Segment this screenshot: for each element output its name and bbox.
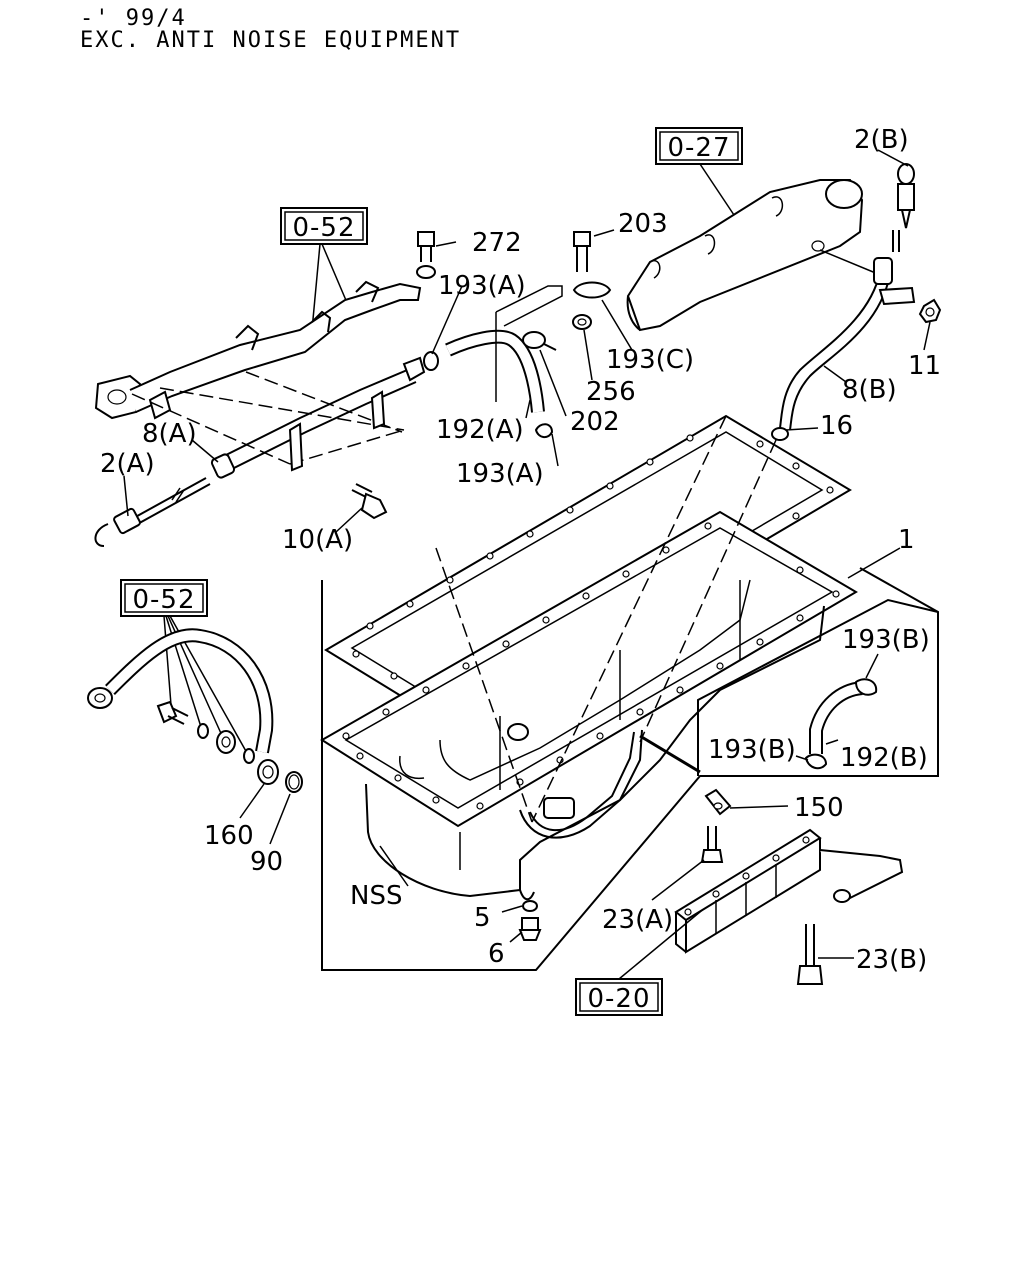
label-5: 5 <box>474 903 491 933</box>
label-2a: 2(A) <box>100 449 155 479</box>
oil-pan-1[interactable] <box>320 510 858 901</box>
label-193a-top: 193(A) <box>438 271 526 301</box>
clamp-193a-upper[interactable] <box>423 351 439 371</box>
clamp-193c[interactable] <box>572 281 612 299</box>
label-272: 272 <box>472 228 522 258</box>
svg-text:0-27: 0-27 <box>667 133 730 163</box>
eye-bolt[interactable] <box>156 700 189 725</box>
washer-2[interactable] <box>216 730 236 754</box>
ref-box-0-27[interactable]: 0-27 <box>655 127 743 165</box>
ref-box-0-20[interactable]: 0-20 <box>575 978 663 1016</box>
clamp-202[interactable] <box>522 331 557 351</box>
hose-192a[interactable] <box>445 329 545 413</box>
label-11: 11 <box>908 351 941 381</box>
label-192b: 192(B) <box>840 743 928 773</box>
hose-bracket-outline <box>495 285 563 402</box>
intake-pipe-0-27[interactable] <box>626 179 879 332</box>
label-2b: 2(B) <box>854 125 909 155</box>
bolt-203[interactable] <box>573 231 591 272</box>
label-150: 150 <box>794 793 844 823</box>
label-6: 6 <box>488 939 505 969</box>
clamp-193a-lower[interactable] <box>534 423 554 438</box>
label-193b-bottom: 193(B) <box>708 735 796 765</box>
label-256: 256 <box>586 377 636 407</box>
clamp-193b-lower[interactable] <box>804 753 828 770</box>
bolt-10a[interactable] <box>351 483 388 520</box>
label-193c: 193(C) <box>606 345 694 375</box>
washer-1[interactable] <box>197 723 209 739</box>
label-202: 202 <box>570 407 620 437</box>
label-nss: NSS <box>350 881 402 911</box>
equipment-note-text: EXC. ANTI NOISE EQUIPMENT <box>80 28 462 53</box>
label-10a: 10(A) <box>282 525 353 555</box>
bolt-23b[interactable] <box>796 924 824 985</box>
bolt-272-washer[interactable] <box>416 231 436 279</box>
model-range-text: -' 99/4 <box>80 6 187 31</box>
ref-box-0-52-top[interactable]: 0-52 <box>280 207 368 245</box>
nut-11[interactable] <box>918 298 942 324</box>
label-192a: 192(A) <box>436 415 524 445</box>
drain-plug-6[interactable] <box>518 917 542 941</box>
label-1: 1 <box>898 525 915 555</box>
label-193b-top: 193(B) <box>842 625 930 655</box>
oil-pan-flange-holes <box>342 522 840 810</box>
oil-pipe-left[interactable] <box>87 628 274 754</box>
label-8b: 8(B) <box>842 375 897 405</box>
svg-text:0-20: 0-20 <box>587 984 650 1014</box>
dipstick-alignment-dash-lines <box>435 415 777 823</box>
dipstick-guide-tube-8b[interactable] <box>771 257 916 441</box>
oil-pan-callout-frame <box>321 567 939 971</box>
hose-192b[interactable] <box>809 681 864 754</box>
label-203: 203 <box>618 209 668 239</box>
clamp-193b-upper[interactable] <box>854 678 878 696</box>
washer-3[interactable] <box>243 748 255 764</box>
label-160: 160 <box>204 821 254 851</box>
nut-256[interactable] <box>572 314 592 330</box>
bolt-23a[interactable] <box>700 826 724 863</box>
stiffener-plate-0-20[interactable] <box>674 828 904 954</box>
svg-text:0-52: 0-52 <box>292 213 355 243</box>
clip-150[interactable] <box>704 788 732 816</box>
dipstick-guide-bracket-assembly[interactable] <box>94 280 422 465</box>
dipstick-2b[interactable] <box>892 163 915 252</box>
label-193a-mid: 193(A) <box>456 459 544 489</box>
svg-text:0-52: 0-52 <box>132 585 195 615</box>
o-ring-90[interactable] <box>285 771 303 793</box>
label-16: 16 <box>820 411 853 441</box>
label-90: 90 <box>250 847 283 877</box>
label-23a: 23(A) <box>602 905 673 935</box>
dipstick-guide-tube-8a[interactable] <box>210 356 426 479</box>
part-160[interactable] <box>257 759 279 785</box>
label-8a: 8(A) <box>142 419 197 449</box>
callout-leader-lines <box>123 149 931 959</box>
dipstick-2a[interactable] <box>94 477 211 547</box>
callout-labels: 2(B) 272 203 193(A) 193(C) 256 11 8(B) 1… <box>100 125 941 975</box>
washer-5[interactable] <box>522 900 538 912</box>
ref-box-0-52-left[interactable]: 0-52 <box>120 579 208 617</box>
label-23b: 23(B) <box>856 945 927 975</box>
